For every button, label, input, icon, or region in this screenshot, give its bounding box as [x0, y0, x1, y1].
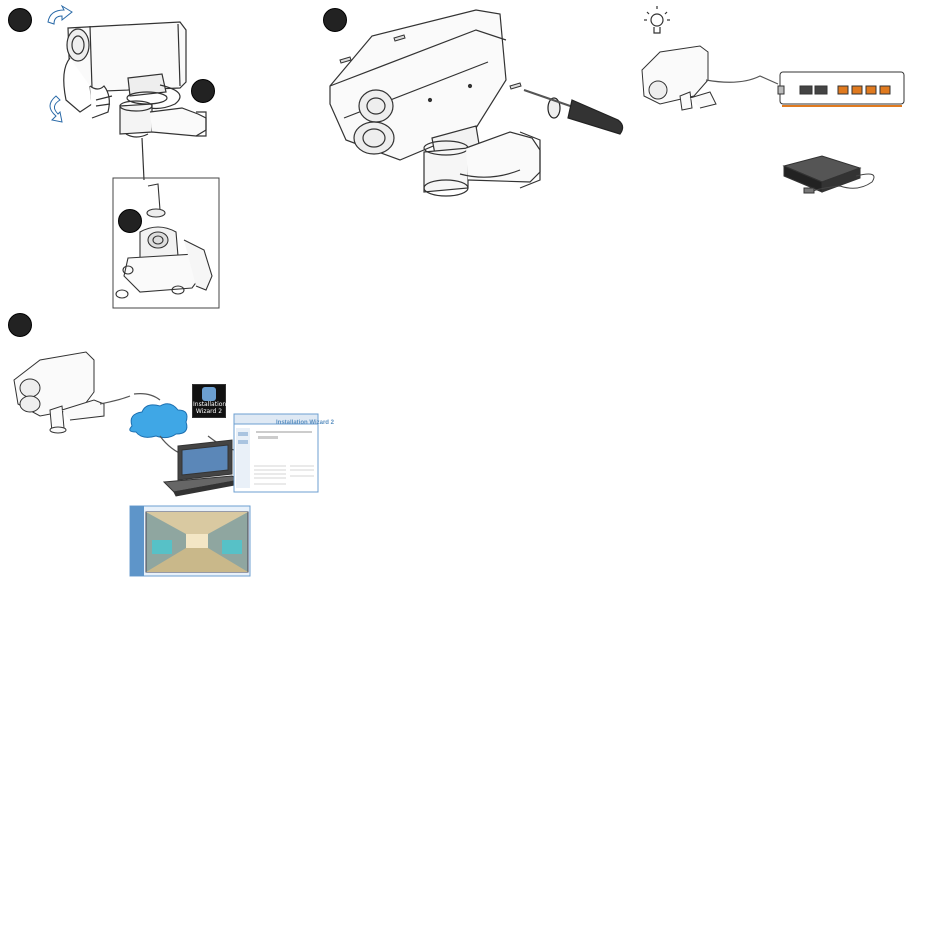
screwdriver-icon — [524, 90, 623, 134]
laptop-illustration — [164, 440, 240, 496]
wizard-desktop-icon[interactable]: Installation Wizard 2 — [192, 384, 226, 418]
hex-key-icon — [148, 184, 160, 210]
wizard-app-icon — [202, 387, 216, 401]
wizard-icon-label-line2: Wizard 2 — [193, 408, 225, 415]
housing-open-illustration — [64, 22, 206, 180]
inset-illustration — [116, 184, 212, 298]
network-cable — [706, 76, 778, 84]
housing-screw-illustration — [330, 10, 540, 196]
small-camera-illustration — [642, 46, 716, 110]
rotate-arrow-top — [48, 6, 72, 24]
power-adapter — [784, 156, 874, 193]
lightbulb-icon — [644, 6, 670, 33]
camera-illustration — [14, 352, 104, 433]
network-cable-2 — [100, 394, 160, 404]
cloud-icon — [130, 404, 187, 438]
wizard-window-title: Installation Wizard 2 — [276, 420, 334, 426]
live-view-window — [130, 506, 250, 576]
rotate-arrow-bottom — [50, 96, 62, 122]
network-switch — [778, 72, 904, 106]
wizard-icon-label-line1: Installation — [193, 401, 225, 408]
